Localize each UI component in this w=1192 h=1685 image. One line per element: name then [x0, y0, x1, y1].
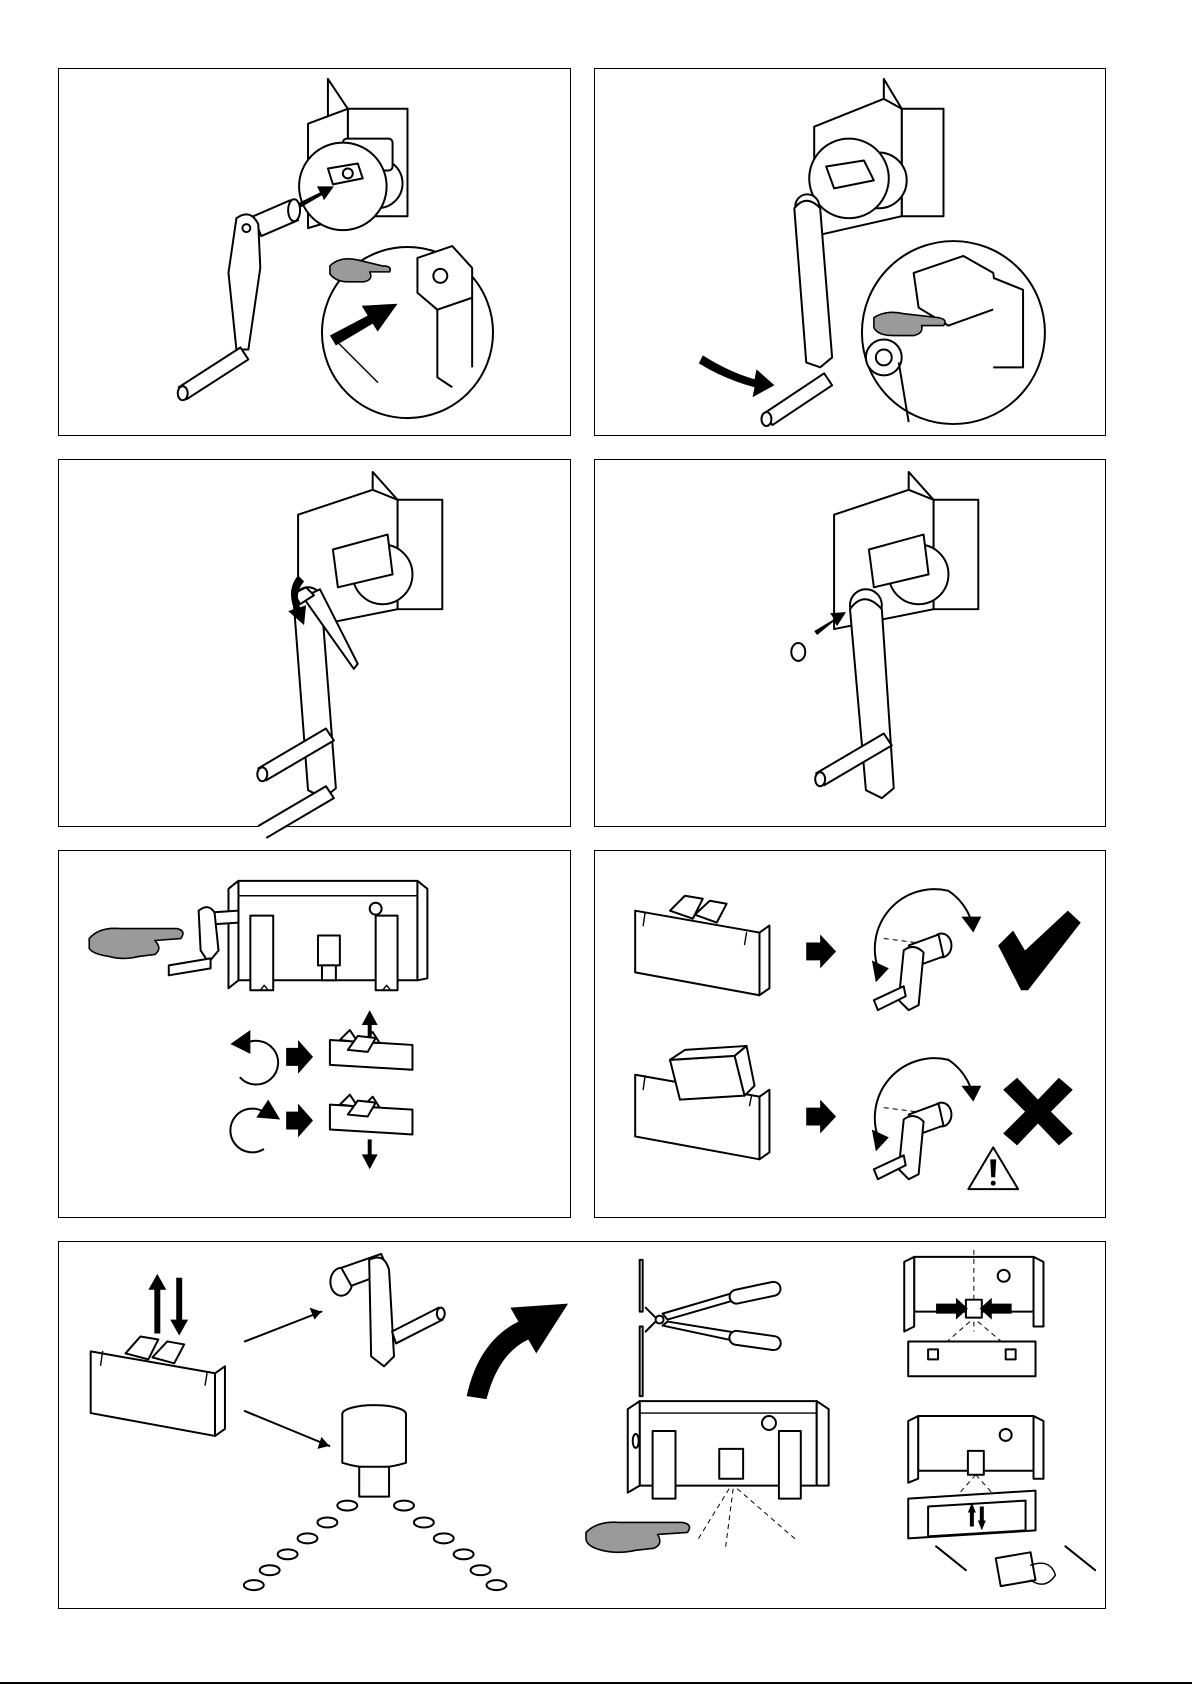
step-7-illustration: [59, 1242, 1105, 1608]
step-4-panel: [594, 459, 1106, 827]
counterclockwise-icon: [230, 1030, 278, 1085]
pointer-line: [245, 1312, 322, 1342]
up-arrow-icon: [362, 1010, 378, 1038]
step-2-panel: [594, 68, 1106, 436]
crank-handle-icon: [761, 194, 832, 426]
zoom-detail: [862, 241, 1045, 424]
right-arrow-icon: [286, 1040, 313, 1074]
crank-handle-icon: [815, 589, 894, 798]
step-6-illustration: [595, 851, 1105, 1217]
bars-with-load-icon: [635, 1046, 769, 1159]
footer-rule: [0, 1682, 1192, 1684]
check-mark-icon: [998, 911, 1081, 991]
rotate-crank-icon: [872, 1058, 981, 1179]
step-5-panel: [58, 850, 571, 1218]
jack-frame-icon: [586, 1401, 829, 1552]
step-1-illustration: [59, 69, 570, 435]
drum-chain-icon: [244, 1405, 507, 1590]
right-arrow-icon: [806, 935, 836, 969]
crank-handle-icon: [178, 199, 300, 400]
step-1-panel: [58, 68, 571, 436]
chain-clip-icon: [908, 1416, 1095, 1586]
push-down-arrow-icon: [699, 355, 775, 397]
step-3-panel: [58, 459, 571, 827]
bracket-icon: [809, 79, 943, 236]
bars-raise-icon: [330, 1010, 413, 1070]
right-arrow-icon: [286, 1104, 313, 1138]
bars-raised-icon: [635, 896, 769, 995]
hex-shaft-icon: [299, 143, 387, 231]
clockwise-icon: [230, 1100, 280, 1153]
step-7-panel: [58, 1241, 1106, 1609]
step-5-illustration: [59, 851, 570, 1217]
bars-up-down-icon: [91, 1274, 225, 1436]
step-3-illustration: [59, 460, 570, 826]
pointing-hand-icon: [89, 928, 183, 958]
down-arrow-icon: [362, 1139, 378, 1169]
zoom-detail: [322, 246, 493, 418]
bolt-cutter-icon: [640, 1260, 782, 1396]
warning-triangle-icon: [968, 1147, 1018, 1189]
crank-handle-icon: [330, 1254, 444, 1366]
down-arrow-icon: [170, 1278, 188, 1336]
step-4-illustration: [595, 460, 1105, 826]
bars-lower-icon: [330, 1095, 413, 1170]
cross-mark-icon: [1003, 1078, 1073, 1146]
up-arrow-icon: [148, 1274, 166, 1334]
step-6-panel: [594, 850, 1106, 1218]
rotate-crank-icon: [872, 889, 981, 1010]
chain-clip-icon: [904, 1250, 1043, 1376]
cap-icon: [791, 643, 805, 661]
right-arrow-icon: [806, 1100, 836, 1134]
pointing-hand-icon: [586, 1522, 690, 1552]
pointer-line: [245, 1411, 330, 1446]
jack-frame-icon: [228, 881, 427, 990]
step-2-illustration: [595, 69, 1105, 435]
curved-arrow-icon: [467, 1304, 568, 1399]
